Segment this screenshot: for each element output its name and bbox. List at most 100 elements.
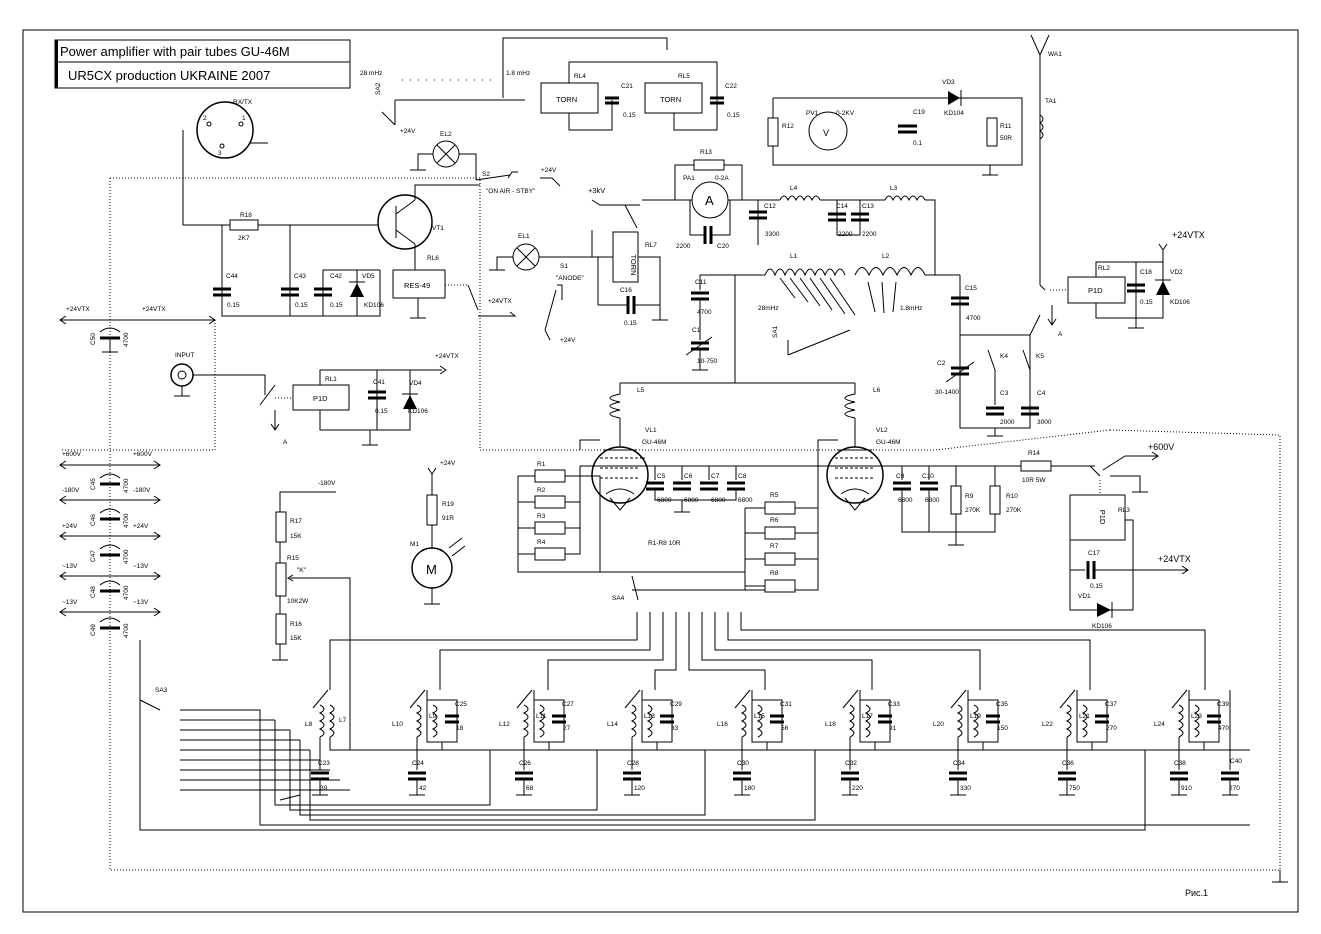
svg-text:M: M: [426, 562, 437, 577]
filter-tank-cap-label: C39: [1217, 701, 1229, 708]
svg-text:1: 1: [242, 115, 246, 122]
svg-text:RL3: RL3: [1118, 507, 1130, 514]
svg-text:K4: K4: [1000, 353, 1008, 360]
svg-text:"ON AIR - STBY": "ON AIR - STBY": [486, 188, 536, 195]
filter-tank-cap-label: C29: [670, 701, 682, 708]
svg-text:C3: C3: [1000, 390, 1009, 397]
svg-text:4700: 4700: [123, 623, 130, 638]
svg-text:+24VTX: +24VTX: [1172, 230, 1205, 240]
svg-text:3: 3: [218, 150, 222, 157]
svg-text:L4: L4: [790, 185, 798, 192]
svg-text:VL2: VL2: [876, 427, 888, 434]
filter-tank-cap-value: 18: [456, 725, 464, 732]
svg-text:0.15: 0.15: [727, 112, 740, 119]
filter-tank-coil-label: L11: [536, 713, 547, 720]
svg-text:C41: C41: [373, 379, 385, 386]
svg-text:+24VTX: +24VTX: [488, 298, 512, 305]
bias-divider: -180V R17 15K R15 "K" 10K2W R16 15K: [272, 480, 351, 750]
svg-text:C9: C9: [896, 473, 905, 480]
svg-text:+24V: +24V: [541, 167, 557, 174]
svg-text:C4: C4: [1037, 390, 1046, 397]
filter-tank-cap-label: C27: [562, 701, 574, 708]
svg-text:-180V: -180V: [62, 487, 80, 494]
filter-ground-cap-value: 42: [419, 785, 427, 792]
filter-ground-cap-label: C26: [519, 760, 531, 767]
svg-text:3000: 3000: [1037, 419, 1052, 426]
svg-text:~13V: ~13V: [133, 563, 149, 570]
svg-text:S2: S2: [482, 171, 490, 178]
filter-tank-coil-label: L23: [1191, 713, 1202, 720]
svg-text:C2: C2: [937, 360, 946, 367]
svg-text:PV1: PV1: [806, 110, 819, 117]
svg-text:TORN: TORN: [660, 95, 681, 104]
filter-ground-cap-value: 330: [960, 785, 971, 792]
svg-text:SA3: SA3: [155, 687, 168, 694]
svg-text:C8: C8: [738, 473, 747, 480]
svg-text:R17: R17: [290, 518, 302, 525]
svg-text:2200: 2200: [862, 231, 877, 238]
svg-text:6800: 6800: [711, 497, 726, 504]
svg-text:6800: 6800: [898, 497, 913, 504]
svg-text:0-2A: 0-2A: [715, 175, 729, 182]
filter-ground-cap-value: 120: [634, 785, 645, 792]
filter-ground-cap-label: C36: [1062, 760, 1074, 767]
svg-text:C46: C46: [90, 514, 97, 526]
chassis-ground: [1272, 870, 1288, 883]
svg-text:4700: 4700: [697, 309, 712, 316]
svg-text:WA1: WA1: [1048, 51, 1062, 58]
svg-text:270K: 270K: [1006, 507, 1022, 514]
svg-text:~13V: ~13V: [133, 599, 149, 606]
screen-caps: C5 C6 C7 C8 6800 6800 6800 6800 C9 C10 6…: [580, 465, 1095, 546]
svg-text:C49: C49: [90, 624, 97, 636]
connector-rxtx: RX/TX 2 3 1 R18 2K7: [182, 99, 385, 242]
svg-text:0.1: 0.1: [913, 140, 922, 147]
svg-text:L7: L7: [339, 717, 347, 724]
svg-text:C45: C45: [90, 478, 97, 490]
svg-text:R12: R12: [782, 123, 794, 130]
svg-text:C42: C42: [330, 273, 342, 280]
svg-text:C44: C44: [226, 273, 238, 280]
svg-text:L3: L3: [890, 185, 898, 192]
svg-text:C16: C16: [620, 287, 632, 294]
output-caps: C15 4700 C2 30-1400 K4 K5 C3 2000 C4 300…: [935, 275, 1052, 437]
svg-text:RL5: RL5: [678, 73, 690, 80]
diode-vd5: [350, 283, 364, 297]
svg-text:SA2: SA2: [375, 82, 382, 95]
svg-text:6800: 6800: [684, 497, 699, 504]
svg-text:C6: C6: [684, 473, 693, 480]
svg-text:C47: C47: [90, 550, 97, 562]
svg-text:RL2: RL2: [1098, 265, 1110, 272]
tube-vl1: L5 VL1 GU-46M: [579, 383, 667, 511]
svg-text:28 mHz: 28 mHz: [360, 70, 382, 77]
svg-text:C17: C17: [1088, 550, 1100, 557]
ammeter-pa1: R13 PA1 0-2A A 2200 C20: [674, 149, 780, 250]
svg-text:+600V: +600V: [62, 451, 82, 458]
svg-text:2200: 2200: [676, 243, 691, 250]
svg-text:GU-46M: GU-46M: [876, 439, 901, 446]
filter-tap-coil-label: L22: [1042, 721, 1053, 728]
svg-text:C10: C10: [922, 473, 934, 480]
svg-text:C19: C19: [913, 109, 925, 116]
svg-text:L8: L8: [305, 721, 313, 728]
svg-text:~13V: ~13V: [62, 563, 78, 570]
antenna-wa1: WA1 TA1: [1030, 34, 1062, 285]
svg-text:1.8 mHz: 1.8 mHz: [506, 70, 530, 77]
svg-text:P1D: P1D: [1088, 286, 1103, 295]
svg-text:KD106: KD106: [408, 408, 428, 415]
grid-resistors: R1 R2 R3 R4 R1-R8 10R R5 R6 R7 R8 SA4: [517, 450, 819, 602]
bias-caps: C44 0.15 C43 0.15 C42 0.15 VD5 KD106: [213, 225, 384, 317]
svg-text:4700: 4700: [123, 585, 130, 600]
sa4-bus-lines: [329, 612, 1206, 690]
title-line-2: UR5CX production UKRAINE 2007: [68, 68, 270, 83]
filter-tank-coil-label: L9: [429, 713, 437, 720]
svg-text:SA1: SA1: [772, 325, 779, 338]
filter-tank-coil-label: L13: [644, 713, 655, 720]
filter-ground-cap-value: 220: [852, 785, 863, 792]
svg-text:4700: 4700: [123, 549, 130, 564]
svg-text:VL1: VL1: [645, 427, 657, 434]
